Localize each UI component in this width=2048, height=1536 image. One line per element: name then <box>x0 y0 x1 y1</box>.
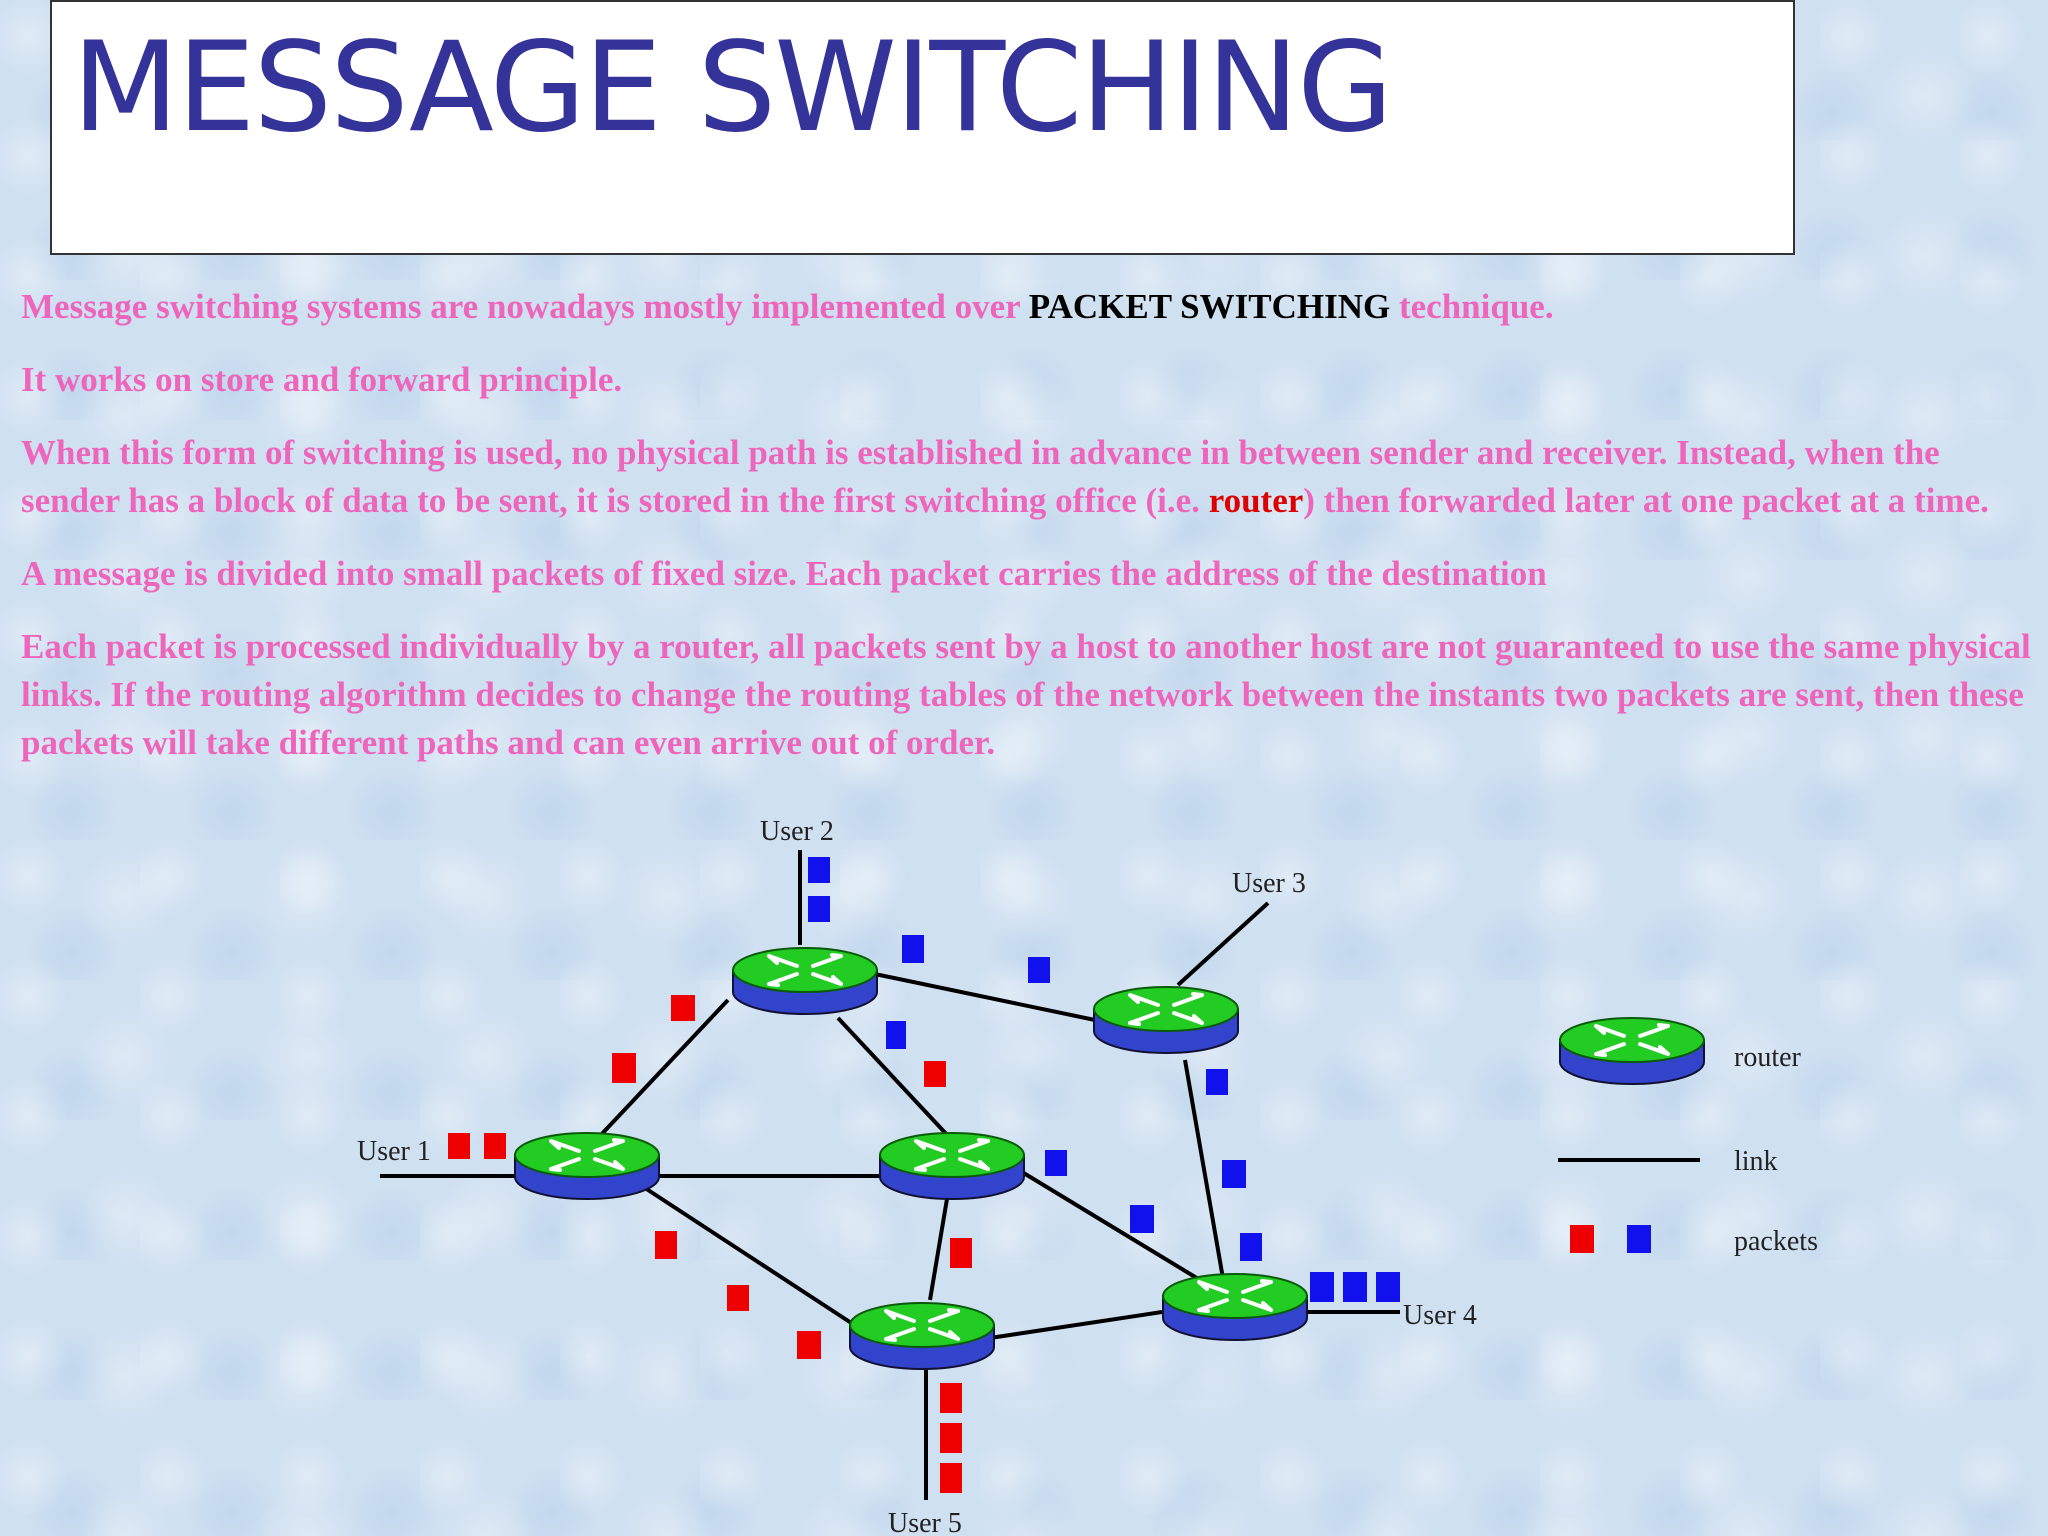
blue-packet <box>808 896 830 922</box>
red-packet <box>940 1423 962 1453</box>
blue-packet <box>1376 1272 1400 1302</box>
paragraph-3-end: ) then forwarded later at one packet at … <box>1303 481 1989 520</box>
link-r2-rc <box>836 1016 952 1140</box>
body-text: Message switching systems are nowadays m… <box>21 283 2031 792</box>
blue-packet <box>1045 1150 1067 1176</box>
paragraph-5: Each packet is processed individually by… <box>21 627 2031 762</box>
packet-switching-term: PACKET SWITCHING <box>1028 287 1391 326</box>
user-4-label: User 4 <box>1403 1300 1477 1331</box>
blue-packet <box>1240 1233 1262 1261</box>
legend-router-label: router <box>1734 1042 1802 1073</box>
user-2-label: User 2 <box>760 816 834 847</box>
title-box: MESSAGE SWITCHING <box>50 0 1795 255</box>
router-2 <box>731 946 879 1016</box>
paragraph-1: Message switching systems are nowadays m… <box>21 283 2031 331</box>
red-packets <box>448 995 972 1493</box>
link-r2-r1 <box>596 998 730 1140</box>
paragraph-3: When this form of switching is used, no … <box>21 429 2031 525</box>
blue-packet <box>1206 1069 1228 1095</box>
link-r5-r4 <box>989 1310 1163 1340</box>
red-packet <box>612 1053 636 1083</box>
blue-packet <box>1222 1160 1246 1188</box>
legend: router link packets <box>1558 1016 1818 1257</box>
legend-red-packet <box>1570 1225 1594 1253</box>
router-center <box>878 1131 1026 1201</box>
blue-packet <box>902 935 924 963</box>
paragraph-1-end: technique. <box>1390 287 1554 326</box>
red-packet <box>940 1463 962 1493</box>
legend-packets-label: packets <box>1734 1226 1818 1257</box>
paragraph-2: It works on store and forward principle. <box>21 360 623 399</box>
blue-packet <box>1343 1272 1367 1302</box>
blue-packet <box>1130 1205 1154 1233</box>
paragraph-3-start: When this form of switching is used, no … <box>21 433 1940 520</box>
red-packet <box>655 1231 677 1259</box>
red-packet <box>484 1133 506 1159</box>
slide-title: MESSAGE SWITCHING <box>72 16 1393 160</box>
user-5-label: User 5 <box>888 1508 962 1536</box>
red-packet <box>950 1238 972 1268</box>
blue-packet <box>886 1021 906 1049</box>
paragraph-4: A message is divided into small packets … <box>21 554 1547 593</box>
link-r2-r3 <box>869 971 1096 1022</box>
blue-packet <box>1028 957 1050 983</box>
link-rc-r5 <box>928 1192 950 1301</box>
legend-blue-packet <box>1627 1225 1651 1253</box>
user-1-label: User 1 <box>357 1136 431 1167</box>
router-4 <box>1161 1272 1309 1342</box>
red-packet <box>924 1061 946 1087</box>
red-packet <box>797 1331 821 1359</box>
router-term: router <box>1208 481 1304 520</box>
router-5 <box>848 1301 996 1371</box>
link-user3 <box>1176 901 1270 987</box>
link-r1-r5 <box>643 1186 864 1332</box>
blue-packet <box>1310 1272 1334 1302</box>
link-rc-r4 <box>1020 1170 1207 1285</box>
blue-packet <box>808 857 830 883</box>
router-3 <box>1092 985 1240 1055</box>
paragraph-1-start: Message switching systems are nowadays m… <box>21 287 1029 326</box>
link-r3-r4 <box>1183 1059 1227 1291</box>
legend-router-icon <box>1558 1016 1706 1086</box>
router-1 <box>513 1131 661 1201</box>
blue-packets <box>808 857 1400 1302</box>
red-packet <box>448 1133 470 1159</box>
user-3-label: User 3 <box>1232 868 1306 899</box>
red-packet <box>727 1285 749 1311</box>
red-packet <box>940 1383 962 1413</box>
links <box>380 850 1400 1500</box>
red-packet <box>671 995 695 1021</box>
legend-link-label: link <box>1734 1146 1778 1177</box>
